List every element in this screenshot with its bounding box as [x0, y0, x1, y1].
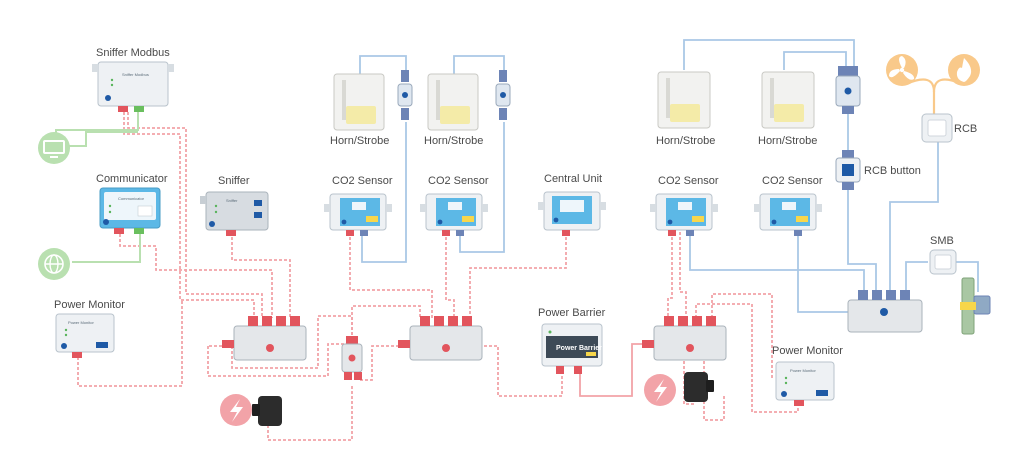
lightning-icon: [220, 394, 252, 426]
svg-text:Power Monitor: Power Monitor: [68, 320, 94, 325]
sniffer-device: Sniffer: [200, 191, 269, 236]
label-co2-sensor-3: CO2 Sensor: [658, 175, 719, 187]
distribution-box-middle: [398, 316, 483, 361]
co2-sensor-1-device: [324, 193, 392, 236]
globe-icon: [38, 248, 70, 280]
label-communicator: Communicator: [96, 173, 168, 185]
central-unit-device: [538, 191, 606, 236]
distribution-box-left: [222, 316, 307, 361]
label-horn-strobe-3: Horn/Strobe: [656, 135, 715, 147]
horn-strobe-1-device: [333, 70, 413, 131]
communicator-device: Communicator: [99, 187, 161, 234]
svg-text:Communicator: Communicator: [118, 196, 145, 201]
fan-icon: [886, 54, 918, 86]
co2-sensor-2-device: [420, 193, 488, 236]
blue-signal-wiring: [359, 39, 979, 313]
label-central-unit: Central Unit: [544, 173, 602, 185]
horn-strobe-3-device: [657, 71, 711, 129]
label-co2-sensor-4: CO2 Sensor: [762, 175, 823, 187]
distribution-box-right: [642, 316, 727, 361]
svg-text:Power Monitor: Power Monitor: [790, 368, 816, 373]
label-sniffer-modbus: Sniffer Modbus: [96, 47, 170, 59]
sensor-hub-box: [847, 290, 923, 333]
co2-sensor-3-device: [650, 193, 718, 236]
power-barrier-plate-text: Power Barrier: [556, 345, 602, 352]
horn-strobe-2-device: [427, 70, 511, 131]
label-rcb-button: RCB button: [864, 165, 921, 177]
label-horn-strobe-4: Horn/Strobe: [758, 135, 817, 147]
co2-sensor-4-device: [754, 193, 822, 236]
red-bus-wiring: [77, 112, 799, 441]
label-power-monitor-right: Power Monitor: [772, 345, 843, 357]
label-co2-sensor-2: CO2 Sensor: [428, 175, 489, 187]
svg-text:Sniffer: Sniffer: [226, 198, 238, 203]
sniffer-modbus-device: Sniffer Modbus: [92, 61, 174, 112]
power-monitor-left-device: Power Monitor: [55, 313, 115, 358]
label-sniffer: Sniffer: [218, 175, 250, 187]
rcb-button-device: [835, 150, 861, 190]
label-rcb: RCB: [954, 123, 977, 135]
rcb-device: [921, 113, 953, 143]
smb-device: [929, 249, 957, 275]
svg-text:Sniffer Modbus: Sniffer Modbus: [122, 72, 149, 77]
label-power-monitor-left: Power Monitor: [54, 299, 125, 311]
power-adapter-left: [252, 396, 282, 426]
computer-icon: [38, 132, 70, 164]
horn-strobe-4-device: [761, 71, 815, 129]
label-power-barrier: Power Barrier: [538, 307, 606, 319]
labels: Sniffer Modbus Communicator Power Monito…: [54, 47, 977, 357]
label-horn-strobe-1: Horn/Strobe: [330, 135, 389, 147]
label-smb: SMB: [930, 235, 954, 247]
power-barrier-device: Power Barrier: [541, 323, 603, 374]
splitter-connector: [341, 336, 363, 380]
flame-icon: [948, 54, 980, 86]
valve-device: [960, 277, 991, 335]
rcb-junction-connector: [835, 66, 861, 114]
label-co2-sensor-1: CO2 Sensor: [332, 175, 393, 187]
label-horn-strobe-2: Horn/Strobe: [424, 135, 483, 147]
rcb-output-wiring: [905, 78, 963, 116]
power-monitor-right-device: Power Monitor: [775, 361, 835, 406]
lightning-icon: [644, 374, 676, 406]
power-adapter-right: [684, 372, 714, 402]
